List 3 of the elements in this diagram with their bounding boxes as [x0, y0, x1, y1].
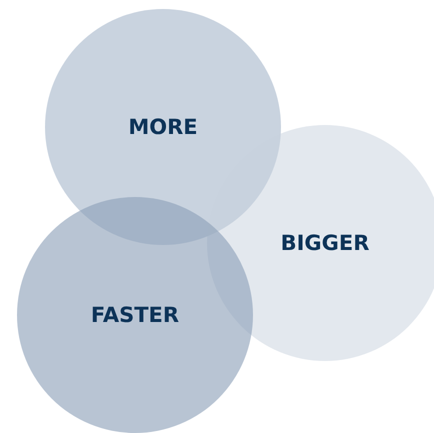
circle-label: MORE	[128, 115, 198, 139]
circle-label: BIGGER	[280, 231, 370, 255]
circle-label: FASTER	[90, 303, 180, 327]
